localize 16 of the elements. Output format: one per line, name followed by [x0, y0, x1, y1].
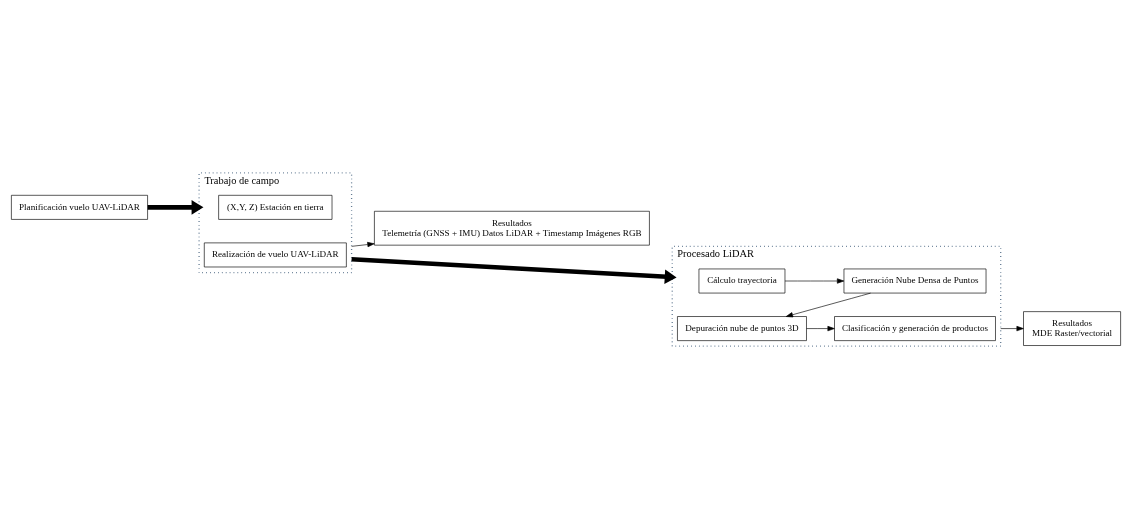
node-box: Depuración nube de puntos 3D: [677, 316, 807, 341]
node-box: Clasificación y generación de productos: [834, 316, 996, 341]
arrow: [1000, 325, 1024, 332]
arrow: [784, 278, 845, 284]
arrow: [147, 200, 204, 215]
node-box: Generación Nube Densa de Puntos: [843, 268, 987, 294]
node-box: Planificación vuelo UAV-LiDAR: [11, 195, 148, 220]
node-box: Realización de vuelo UAV-LiDAR: [203, 242, 347, 268]
arrow: [351, 241, 375, 248]
arrow: [351, 256, 677, 284]
node-box: Cálculo trayectoria: [698, 268, 786, 294]
arrow: [806, 325, 835, 332]
node-box: Resultados Telemetría (GNSS + IMU) Datos LiDAR + Timestamp Imágenes RGB: [374, 210, 650, 246]
node-box: Resultados MDE Raster/vectorial: [1023, 311, 1121, 346]
arrow: [785, 292, 871, 318]
node-box: (X,Y, Z) Estación en tierra: [218, 195, 333, 220]
